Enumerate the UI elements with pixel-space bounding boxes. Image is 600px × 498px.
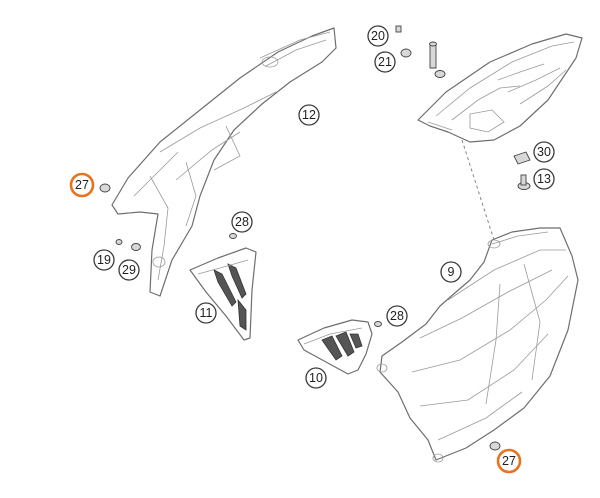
- callout-27-left-label: 27: [75, 178, 89, 192]
- callout-10[interactable]: 10: [305, 367, 327, 389]
- callout-21[interactable]: 21: [374, 51, 396, 73]
- callout-11[interactable]: 11: [195, 302, 217, 324]
- bolt-part-20: [395, 25, 402, 33]
- callout-20-label: 20: [371, 29, 385, 43]
- callout-19-label: 19: [97, 253, 111, 267]
- callout-9[interactable]: 9: [440, 261, 462, 283]
- nut-part-27-left: [99, 183, 111, 193]
- callout-21-label: 21: [378, 55, 392, 69]
- screw-part-28-right: [374, 321, 382, 327]
- callout-13-label: 13: [537, 172, 551, 186]
- callout-12-label: 12: [302, 108, 316, 122]
- callout-11-label: 11: [200, 306, 213, 320]
- callout-28-left-label: 28: [235, 215, 249, 229]
- callout-9-label: 9: [448, 265, 455, 279]
- callout-29[interactable]: 29: [118, 259, 140, 281]
- left-side-cover-part-12: [111, 27, 337, 297]
- screw-part-19: [115, 239, 123, 245]
- callout-30[interactable]: 30: [533, 141, 555, 163]
- callout-27-right-highlighted[interactable]: 27: [496, 448, 522, 474]
- assembly-line: [461, 139, 495, 241]
- seat-assembly: [417, 33, 583, 143]
- callout-10-label: 10: [309, 371, 323, 385]
- seat-bolt: [429, 41, 446, 78]
- callout-27-left-highlighted[interactable]: 27: [69, 172, 95, 198]
- trim-panel-part-11: [189, 247, 257, 341]
- screw-part-13: [517, 174, 531, 190]
- clip-part-30: [513, 151, 531, 165]
- right-side-cover-part-9: [376, 227, 579, 463]
- callout-28-right-label: 28: [390, 309, 404, 323]
- callout-13[interactable]: 13: [533, 168, 555, 190]
- callout-29-label: 29: [122, 263, 136, 277]
- nut-part-27-right: [489, 441, 501, 451]
- callout-27-right-label: 27: [502, 454, 516, 468]
- screw-part-28-left: [229, 233, 237, 239]
- trim-panel-part-10: [297, 319, 373, 375]
- clip-part-29: [131, 243, 141, 251]
- callout-20[interactable]: 20: [367, 25, 389, 47]
- callout-12[interactable]: 12: [298, 104, 320, 126]
- nut-part-21: [400, 48, 412, 58]
- callout-28-left[interactable]: 28: [231, 211, 253, 233]
- callout-28-right[interactable]: 28: [386, 305, 408, 327]
- callout-30-label: 30: [537, 145, 551, 159]
- callout-19[interactable]: 19: [93, 249, 115, 271]
